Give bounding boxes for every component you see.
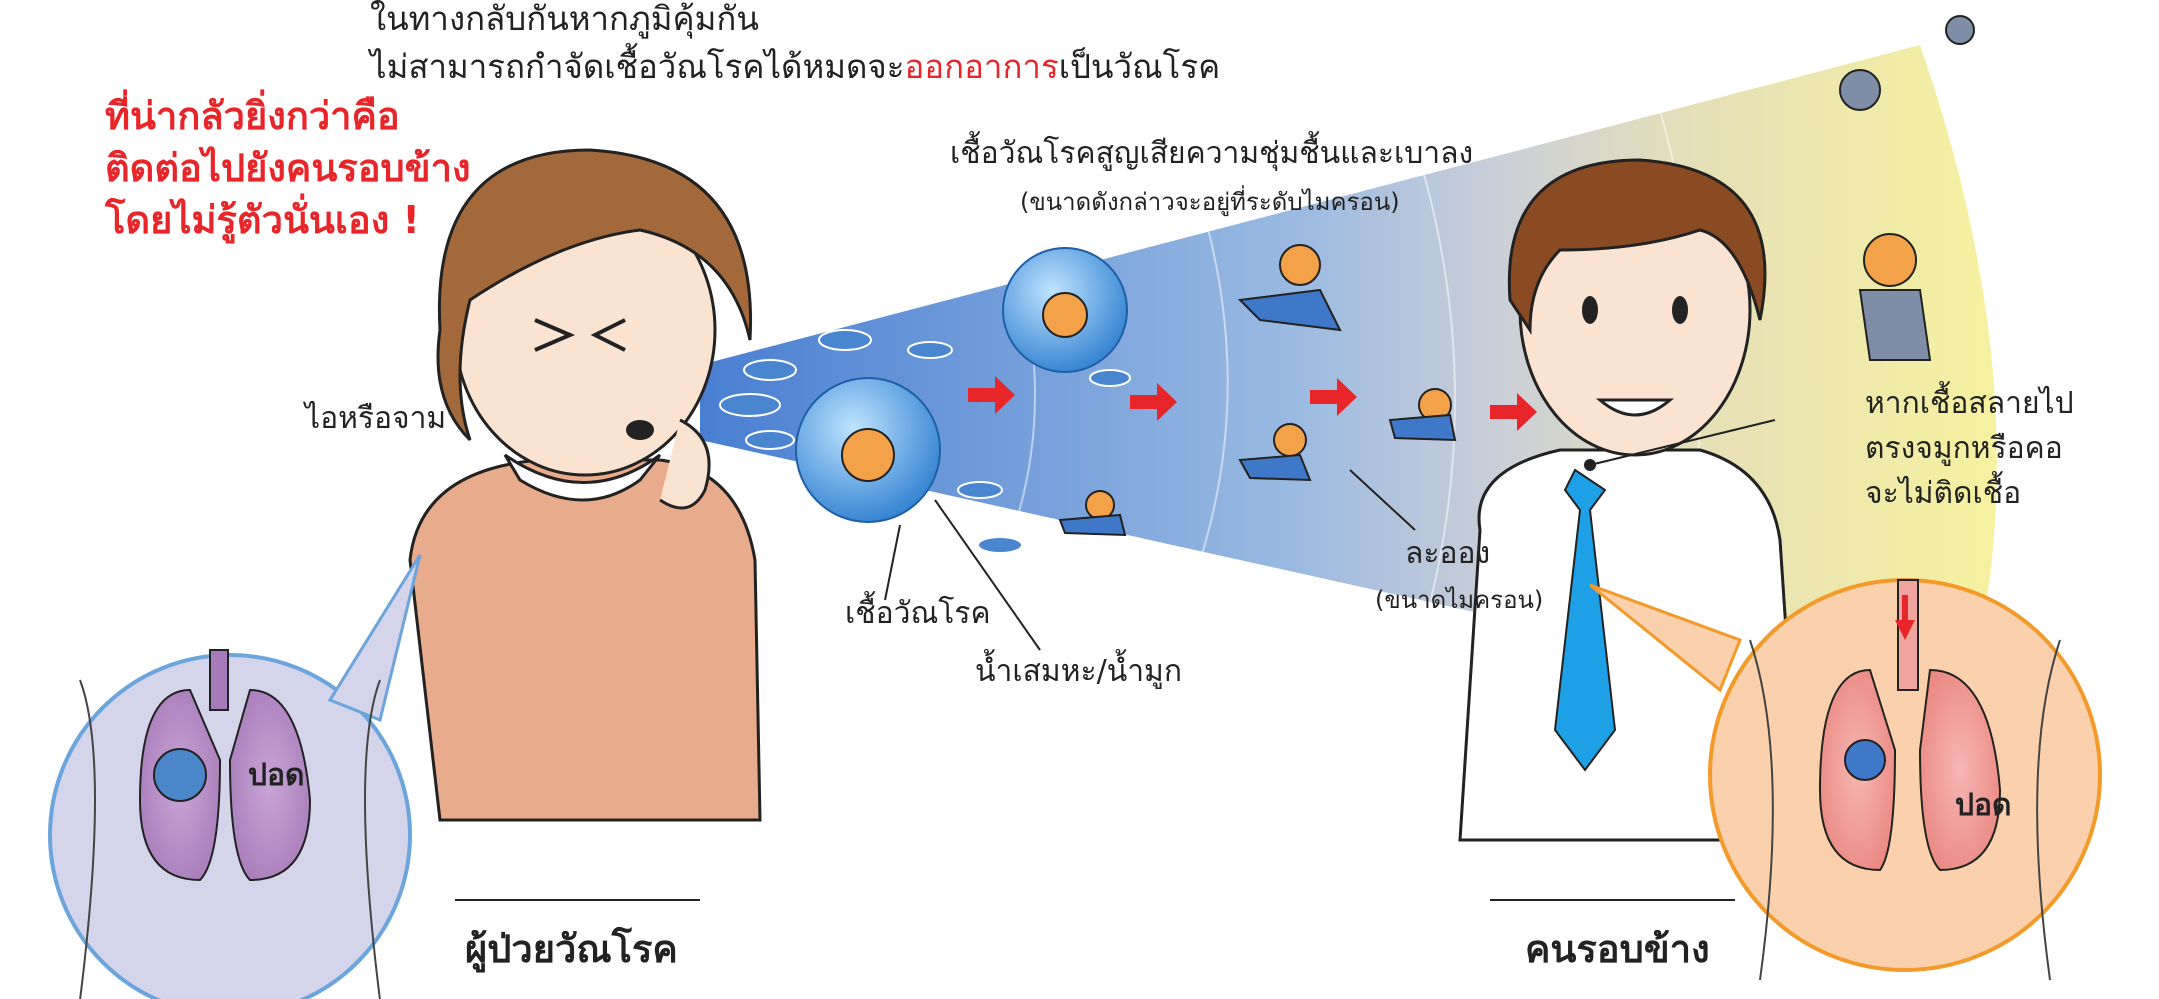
no-infect-line-3: จะไม่ติดเชื้อ: [1865, 476, 2022, 511]
warning-line-3: โดยไม่รู้ตัวนั่นเอง !: [105, 198, 420, 242]
aerosol-label: ละออง: [1405, 536, 1491, 571]
header-highlight: ออกอาการ: [904, 47, 1059, 86]
germs-floating: [1058, 15, 1975, 537]
no-infect-line-2: ตรงจมูกหรือคอ: [1865, 431, 2063, 466]
lung-label-left: ปอด: [248, 758, 305, 793]
sputum-label: น้ำเสมหะ/น้ำมูก: [975, 654, 1182, 689]
patient-lungs-callout: [48, 554, 422, 999]
no-infect-line-1: หากเชื้อสลายไป: [1865, 386, 2074, 421]
caption-bystander: คนรอบข้าง: [1525, 927, 1710, 971]
caption-patient: ผู้ป่วยวัณโรค: [465, 927, 678, 971]
droplets: [719, 329, 1131, 554]
tb-germ-label: เชื้อวัณโรค: [845, 596, 991, 631]
droplet-subtitle: (ขนาดดังกล่าวจะอยู่ที่ระดับไมครอน): [1020, 188, 1400, 216]
warning-line-1: ที่น่ากลัวยิ่งกว่าคือ: [105, 94, 400, 138]
cough-label: ไอหรือจาม: [305, 401, 447, 436]
droplet-title: เชื้อวัณโรคสูญเสียความชุ่มชื้นและเบาลง: [950, 136, 1474, 171]
aerosol-subtitle: (ขนาดไมครอน): [1375, 586, 1544, 614]
bystander-lungs-callout: [1589, 578, 2102, 981]
warning-line-2: ติดต่อไปยังคนรอบข้าง: [105, 146, 471, 190]
header-line-2: ไม่สามารถกำจัดเชื้อวัณโรคได้หมดจะออกอากา…: [370, 47, 1221, 86]
lung-label-right: ปอด: [1955, 788, 2012, 823]
header-line-1: ในทางกลับกันหากภูมิคุ้มกัน: [370, 0, 759, 38]
patient-figure: [408, 148, 762, 822]
flow-arrows: [968, 376, 1537, 431]
